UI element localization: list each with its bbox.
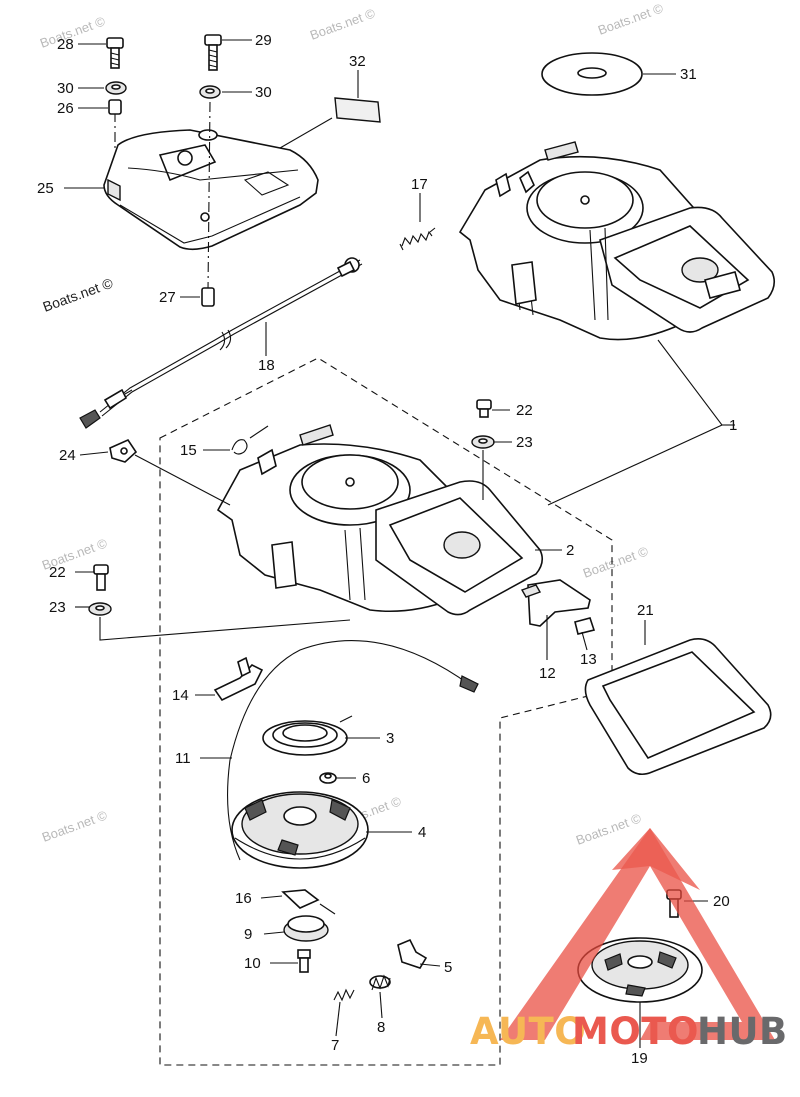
watermark: Boats.net © [40, 807, 110, 845]
watermark: Boats.net © [581, 543, 651, 581]
leader-1 [547, 339, 723, 506]
label-plate-32 [279, 97, 381, 149]
starter-housing-2 [216, 424, 544, 616]
collar-27 [201, 287, 215, 307]
collar-26 [108, 99, 122, 115]
axis-line [207, 101, 211, 291]
callout-labels: 28 29 30 30 26 32 31 25 17 27 18 22 1 23… [37, 32, 737, 1067]
screw-28 [106, 37, 124, 69]
callout-4: 4 [418, 824, 426, 841]
screw-29 [204, 34, 222, 71]
leader [134, 454, 231, 506]
callout-14: 14 [172, 687, 189, 704]
spring-8 [369, 974, 391, 991]
plate-16 [281, 889, 336, 915]
leader-lines [64, 39, 708, 1048]
callout-21: 21 [637, 602, 654, 619]
spring-17 [399, 227, 436, 251]
callout-16: 16 [235, 890, 252, 907]
callout-18: 18 [258, 357, 275, 374]
logo-text-moto: MOTO [572, 1010, 699, 1053]
pawl-5 [397, 938, 428, 969]
bracket-14 [213, 656, 264, 702]
callout-32: 32 [349, 53, 366, 70]
handle-12 [520, 579, 591, 627]
starter-assembly-1 [458, 141, 776, 341]
cable-18 [79, 257, 363, 429]
callout-12: 12 [539, 665, 556, 682]
callout-9: 9 [244, 926, 252, 943]
callout-11: 11 [175, 750, 191, 767]
callout-25: 25 [37, 180, 54, 197]
drive-plate-9 [283, 915, 329, 942]
callout-20: 20 [713, 893, 730, 910]
screw-22 [93, 564, 109, 591]
callout-30: 30 [57, 80, 74, 97]
callout-6: 6 [362, 770, 370, 787]
rope-11 [227, 640, 479, 861]
assembly-boundary [159, 357, 613, 1066]
washer-23 [88, 602, 112, 616]
watermark: Boats.net © [308, 5, 378, 43]
callout-2: 2 [566, 542, 574, 559]
washer-30 [199, 85, 221, 99]
gasket-21 [584, 638, 772, 776]
callout-10: 10 [244, 955, 261, 972]
screw-22 [476, 399, 492, 418]
callout-29: 29 [255, 32, 272, 49]
logo-triangle-icon [500, 828, 775, 1040]
callout-3: 3 [386, 730, 394, 747]
washer-30 [105, 81, 127, 95]
clip-13 [574, 617, 596, 635]
watermark: Boats.net © [574, 810, 644, 848]
washer-23 [471, 435, 495, 449]
callout-31: 31 [680, 66, 697, 83]
logo-text-hub: HUB [697, 1010, 788, 1053]
spiral-spring-3 [262, 715, 353, 756]
spring-7 [333, 988, 355, 1002]
callout-5: 5 [444, 959, 452, 976]
pawl-24 [109, 438, 138, 463]
cover-plate-25 [103, 129, 319, 251]
callout-7: 7 [331, 1037, 339, 1054]
callout-17: 17 [411, 176, 428, 193]
nut-6 [319, 772, 337, 784]
automotohub-logo: AUTO MOTO HUB [470, 828, 788, 1053]
callout-23: 23 [516, 434, 533, 451]
callout-19: 19 [631, 1050, 648, 1067]
callout-30: 30 [255, 84, 272, 101]
leader [99, 617, 351, 641]
logo-text-auto: AUTO [470, 1010, 586, 1053]
callout-22: 22 [516, 402, 533, 419]
reel-4 [231, 791, 369, 869]
pulley-19 [577, 937, 703, 1003]
watermarks: Boats.net © Boats.net © Boats.net © Boat… [38, 0, 666, 848]
watermark: Boats.net © [596, 0, 666, 38]
callout-24: 24 [59, 447, 76, 464]
callout-13: 13 [580, 651, 597, 668]
callout-22: 22 [49, 564, 66, 581]
callout-28: 28 [57, 36, 74, 53]
callout-27: 27 [159, 289, 176, 306]
callout-8: 8 [377, 1019, 385, 1036]
callout-15: 15 [180, 442, 197, 459]
callout-23: 23 [49, 599, 66, 616]
spring-15 [231, 425, 269, 455]
watermark: Boats.net © [41, 274, 116, 314]
disc-31 [541, 52, 643, 96]
callout-26: 26 [57, 100, 74, 117]
callout-1: 1 [729, 417, 737, 434]
bolt-10 [297, 949, 311, 973]
